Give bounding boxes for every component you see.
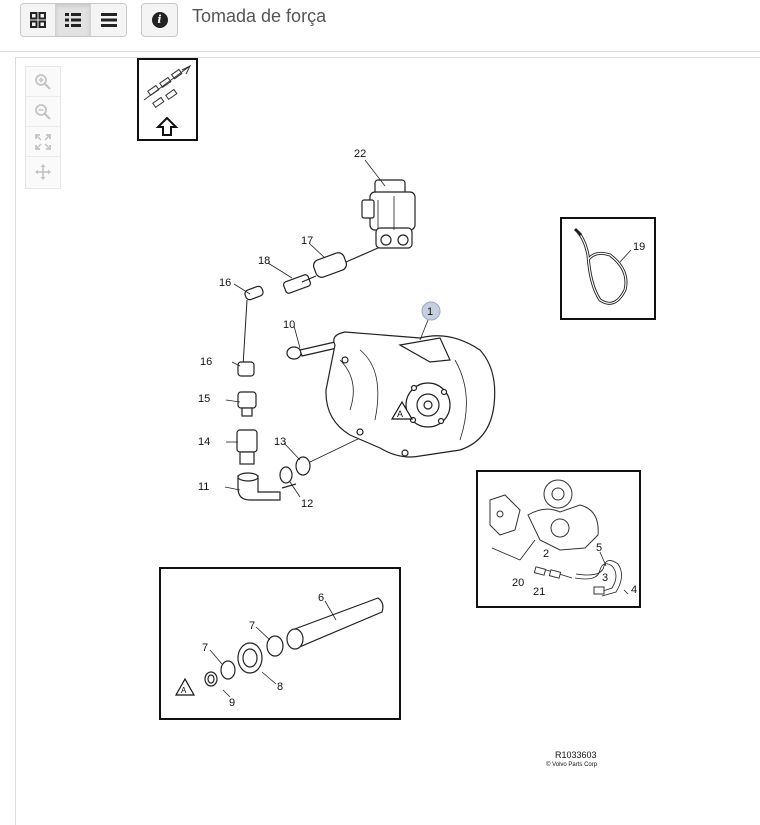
grid-view-button[interactable]: [21, 4, 56, 36]
view-mode-switcher: [20, 3, 127, 37]
zoom-controls: [25, 66, 61, 189]
list-detail-view-button[interactable]: [56, 4, 91, 36]
info-icon: i: [151, 12, 168, 28]
info-button[interactable]: i: [141, 3, 178, 37]
pan-move-icon: [35, 164, 51, 180]
pan-button[interactable]: [26, 157, 60, 187]
zoom-in-button[interactable]: [26, 67, 60, 97]
list-detail-icon: [65, 13, 81, 27]
diagram-viewer[interactable]: [15, 57, 760, 825]
zoom-out-button[interactable]: [26, 97, 60, 127]
list-view-button[interactable]: [91, 4, 126, 36]
fit-screen-button[interactable]: [26, 127, 60, 157]
fit-screen-icon: [35, 133, 51, 150]
list-icon: [100, 13, 117, 27]
page-title: Tomada de força: [192, 6, 327, 26]
toolbar: i Tomada de força: [0, 0, 760, 52]
zoom-out-icon: [35, 103, 51, 120]
zoom-in-icon: [35, 73, 51, 90]
grid-icon: [30, 12, 46, 28]
